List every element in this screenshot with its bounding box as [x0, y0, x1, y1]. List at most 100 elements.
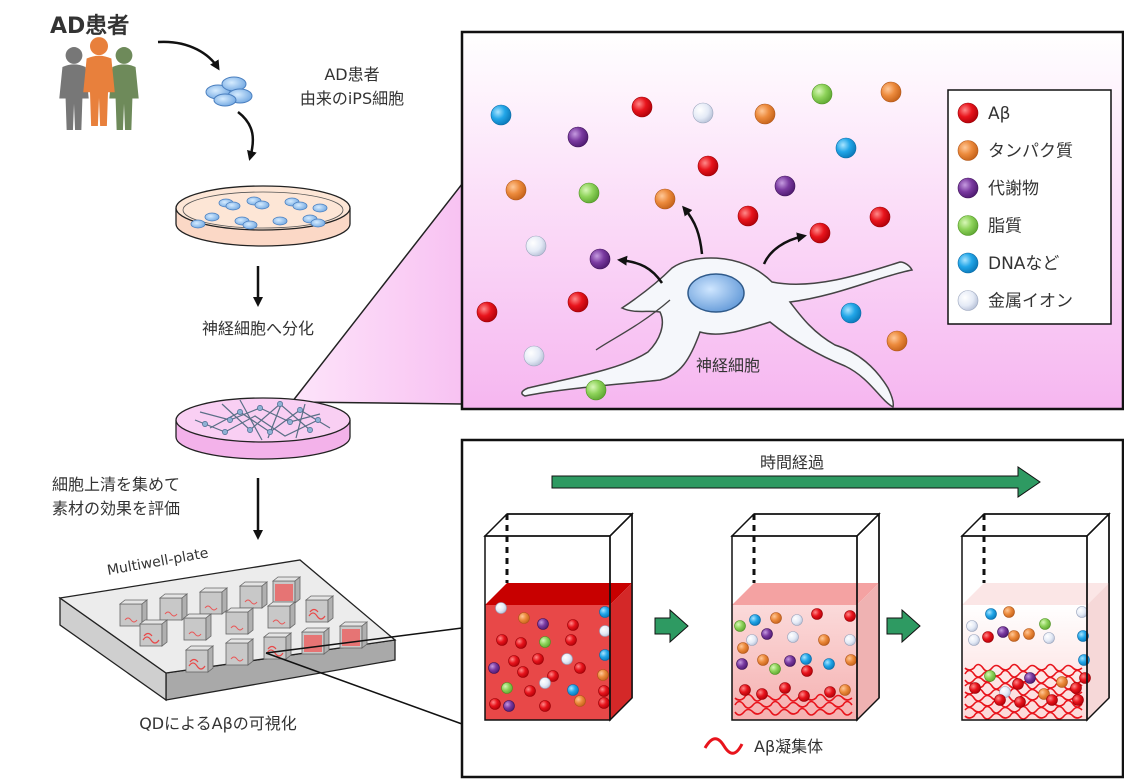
- molecule-5: [811, 83, 833, 105]
- legend-label-6: 金属イオン: [988, 292, 1073, 312]
- particle: [537, 618, 549, 630]
- molecule-3: [692, 102, 714, 124]
- particle: [1039, 618, 1051, 630]
- particle: [495, 602, 507, 614]
- molecule-19: [476, 301, 498, 323]
- particle: [787, 631, 799, 643]
- aggregate-particle: [969, 682, 981, 694]
- molecule-24: [585, 379, 607, 401]
- particle: [845, 654, 857, 666]
- particle: [518, 612, 530, 624]
- secretion-arrow-left: [617, 255, 664, 284]
- particle: [1003, 606, 1015, 618]
- aggregate-particle: [1012, 678, 1024, 690]
- plate-well: [182, 613, 213, 641]
- particle: [501, 682, 513, 694]
- patients-label: AD患者: [50, 13, 129, 39]
- aggregate-particle: [994, 694, 1006, 706]
- differentiate-label: 神経細胞へ分化: [202, 319, 314, 338]
- legend-swatch-4: [957, 215, 979, 236]
- particle: [1078, 654, 1090, 666]
- aggregate-particle: [839, 684, 851, 696]
- culture-dish-neurons: [175, 397, 351, 460]
- particle: [489, 698, 501, 710]
- molecule-2: [631, 96, 653, 118]
- plate-well: [300, 627, 331, 655]
- legend-label-2: タンパク質: [988, 142, 1073, 162]
- arrow-ips-to-dish: [237, 111, 257, 161]
- neuron-nucleus: [687, 273, 745, 313]
- particle: [598, 697, 610, 709]
- plate-label: Multiwell-plate: [106, 545, 210, 579]
- plate-well: [338, 621, 369, 649]
- aggregate-particle: [1014, 696, 1026, 708]
- plate-wells: [118, 576, 369, 673]
- legend-label-3: 代謝物: [988, 179, 1039, 199]
- particle: [532, 653, 544, 665]
- molecule-1: [490, 104, 512, 126]
- legend-swatch-2: [957, 140, 979, 161]
- molecule-11: [578, 182, 600, 204]
- molecule-15: [869, 206, 891, 228]
- molecule-21: [840, 302, 862, 324]
- legend-label-4: 脂質: [988, 217, 1022, 237]
- legend-swatch-6: [957, 290, 979, 311]
- plate-well: [138, 619, 169, 647]
- particle: [597, 669, 609, 681]
- plate-well: [118, 599, 149, 627]
- plate-well: [304, 595, 335, 623]
- particle: [1076, 606, 1088, 618]
- particle: [574, 695, 586, 707]
- plate-well: [224, 607, 255, 635]
- legend-swatch-1: [957, 102, 979, 124]
- molecule-13: [774, 175, 796, 197]
- particle: [561, 653, 573, 665]
- molecule-17: [589, 248, 611, 270]
- aggregate-particle: [756, 688, 768, 700]
- plate-well: [271, 576, 302, 604]
- legend-swatch-5: [957, 252, 979, 274]
- plate-well: [238, 581, 269, 609]
- particle: [746, 634, 758, 646]
- particle: [734, 620, 746, 632]
- particle: [599, 649, 611, 661]
- particle: [770, 612, 782, 624]
- cuvettes: [483, 512, 1111, 722]
- plate-well: [262, 632, 293, 660]
- aggregate-particle: [1079, 672, 1091, 684]
- particle: [565, 634, 577, 646]
- callout-line-bottom: [265, 652, 463, 725]
- molecule-6: [880, 81, 902, 103]
- particle: [811, 608, 823, 620]
- legend-swatch-3: [957, 177, 979, 199]
- particle: [784, 655, 796, 667]
- molecule-14: [737, 205, 759, 227]
- particle: [982, 631, 994, 643]
- aggregate-particle: [1072, 694, 1084, 706]
- particle: [599, 625, 611, 637]
- molecule-7: [567, 126, 589, 148]
- qd-label: QDによるAβの可視化: [139, 714, 297, 733]
- aggregate-particle: [739, 684, 751, 696]
- particle: [539, 700, 551, 712]
- molecule-4: [754, 103, 776, 125]
- particle: [801, 665, 813, 677]
- particle: [517, 666, 529, 678]
- plate-well: [158, 593, 189, 621]
- particle: [844, 634, 856, 646]
- particle: [567, 684, 579, 696]
- legend-box: [947, 89, 1112, 325]
- aggregate-particle: [1024, 672, 1036, 684]
- particle: [757, 654, 769, 666]
- particle: [539, 636, 551, 648]
- legend-label-1: Aβ: [988, 104, 1010, 124]
- aggregate-particle: [1038, 688, 1050, 700]
- step-arrow-1: [654, 608, 689, 644]
- particle: [503, 700, 515, 712]
- secretion-arrow-up: [682, 205, 704, 255]
- molecule-18: [809, 222, 831, 244]
- particle: [737, 642, 749, 654]
- cuvette-2: [730, 512, 881, 722]
- plate-well: [224, 638, 255, 666]
